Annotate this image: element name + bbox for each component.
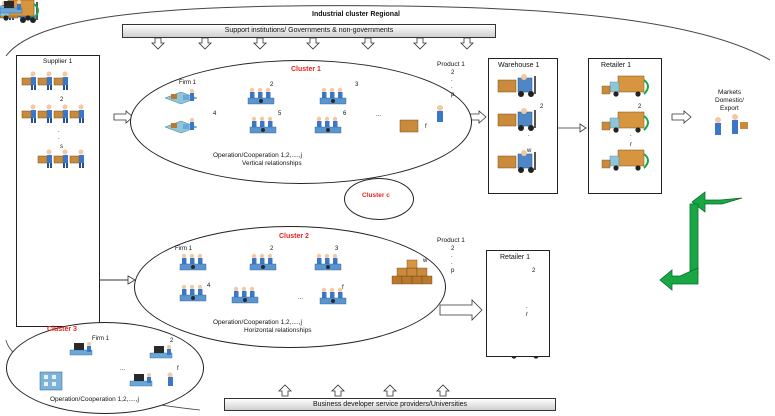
office-building-icon: [39, 371, 63, 391]
product-bottom-mark-p: p: [451, 268, 455, 274]
supplier-mark-s: s: [60, 144, 63, 150]
product-top-mark-2: 2: [451, 70, 455, 76]
cluster1-mark-2: 2: [270, 82, 274, 88]
markets-label-line2: Domestic/: [715, 97, 744, 104]
supplier-mark-dot2: .: [58, 135, 60, 141]
cluster1-mark-3: 3: [355, 82, 359, 88]
product-bottom-mark-2: 2: [451, 246, 455, 252]
supplier-mark-2: 2: [60, 97, 64, 103]
retailer-bottom-mark-dot: .: [526, 304, 528, 310]
cluster3-title: Cluster 3: [47, 326, 77, 333]
markets-label-line3: Export: [720, 105, 739, 112]
cluster3-caption: Operation/Cooperation 1,2,....,j: [50, 396, 139, 403]
retailer-bottom-mark-r: r: [526, 312, 528, 318]
supplier-label: Supplier 1: [43, 58, 73, 65]
cluster2-caption-relationships: Horizontal relationships: [244, 327, 312, 334]
retailer-top-mark-dot: .: [630, 132, 632, 138]
supplier-to-cluster2-arrowhead: [127, 275, 136, 285]
supplier-mark-dot1: .: [58, 128, 60, 134]
markets-label-line1: Markets: [718, 89, 742, 96]
product-top-label: Product 1: [437, 61, 465, 68]
product-bottom-mark-dot2: .: [451, 260, 453, 266]
cluster-c-ellipse: [344, 178, 414, 220]
business-developer-banner: Business developer service providers/Uni…: [224, 398, 556, 411]
cluster3-mark-2: 2: [170, 338, 174, 344]
cluster2-mark-3: 3: [335, 246, 339, 252]
warehouse-mark-dot: .: [528, 132, 530, 138]
green-arrow: [659, 191, 743, 291]
product-top-mark-dot1: .: [451, 77, 453, 83]
retailer-bottom-box: [486, 250, 550, 357]
retailer-top-mark-2: 2: [638, 104, 642, 110]
product-top-mark-dot2: .: [451, 84, 453, 90]
product-bottom-mark-w: w: [423, 258, 428, 264]
cluster-c-title: Cluster c: [362, 192, 390, 199]
cluster1-mark-6: 6: [343, 111, 347, 117]
supplier-column: [16, 55, 100, 327]
cluster3-mark-f: f: [177, 366, 179, 372]
retailer-top-mark-r: r: [630, 142, 632, 148]
box-pile-icon: [391, 259, 433, 285]
retailer-bottom-label: Retailer 1: [500, 254, 530, 261]
support-institutions-banner: Support institutions/ Governments & non-…: [122, 24, 496, 38]
product-bottom-label: Product 1: [437, 237, 465, 244]
warehouse-mark-w: w: [527, 148, 532, 154]
cluster1-title: Cluster 1: [291, 66, 321, 73]
cluster2-title: Cluster 2: [279, 233, 309, 240]
cluster2-caption-operation: Operation/Cooperation 1,2,....,j: [213, 319, 302, 326]
warehouse-label: Warehouse 1: [498, 62, 540, 69]
cluster1-caption-relationships: Vertical relationships: [242, 160, 302, 167]
cluster3-firm-label: Firm 1: [92, 336, 109, 342]
cluster2-mark-2: 2: [270, 246, 274, 252]
cluster3-mark-ellipsis: ...: [120, 366, 126, 372]
cluster2-mark-ellipsis: ...: [298, 295, 304, 301]
cluster1-caption-operation: Operation/Cooperation 1,2,....,j: [213, 152, 302, 159]
cluster2-mark-4: 4: [207, 283, 211, 289]
cluster1-mark-ellipsis: ...: [376, 112, 382, 118]
cluster1-mark-4: 4: [213, 111, 217, 117]
cluster2-mark-f: f: [342, 285, 344, 291]
warehouse-mark-2: 2: [540, 104, 544, 110]
retailer-top-label: Retailer 1: [601, 62, 631, 69]
product-top-mark-p: p: [451, 92, 455, 98]
cluster1-firm-label: Firm 1: [179, 80, 196, 86]
cluster2-firm-label: Firm 1: [175, 246, 192, 252]
cluster2-to-retailer-arrow: [439, 299, 483, 321]
cluster1-mark-f: f: [425, 124, 427, 130]
cluster1-mark-5: 5: [278, 111, 282, 117]
retailer-bottom-mark-2: 2: [532, 268, 536, 274]
diagram-title: Industrial cluster Regional: [312, 11, 400, 18]
product-bottom-mark-dot1: .: [451, 253, 453, 259]
cluster3-ellipse: [6, 322, 204, 414]
regional-boundary: [5, 5, 771, 61]
